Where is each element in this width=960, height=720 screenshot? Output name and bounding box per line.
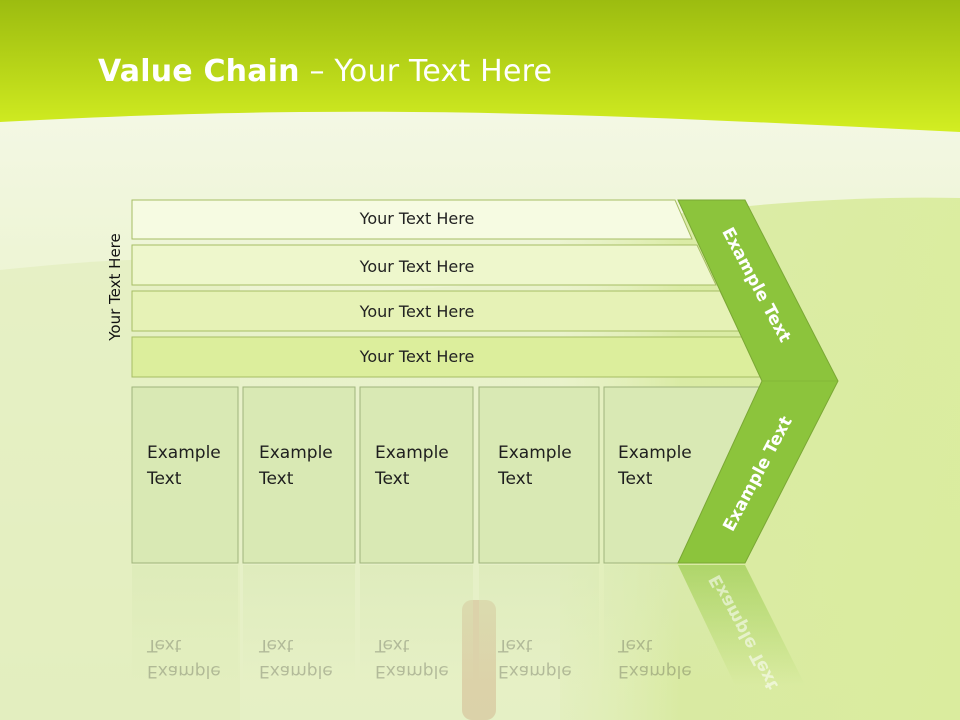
cell-2-line1: Example	[259, 443, 333, 463]
cell-reflection-5	[604, 565, 735, 685]
cell-4-refl-line1: Example	[498, 661, 572, 681]
cell-2-refl-line2: Text	[259, 635, 294, 655]
cell-box-1	[131, 386, 239, 564]
cell-reflection-text-2: Example Text	[259, 632, 333, 684]
cell-box-3	[359, 386, 474, 564]
cell-3-line2: Text	[375, 469, 410, 489]
row-label-2: Your Text Here	[359, 257, 475, 276]
cell-3-line1: Example	[375, 443, 449, 463]
cell-reflection-2	[243, 565, 355, 685]
cell-box-2	[242, 386, 356, 564]
cell-4-line2: Text	[498, 469, 533, 489]
cell-5-refl-line1: Example	[618, 661, 692, 681]
cell-text-2: Example Text	[259, 440, 333, 492]
cell-3-refl-line1: Example	[375, 661, 449, 681]
cell-reflection-4	[479, 565, 599, 685]
cell-reflection-3	[360, 565, 473, 685]
cell-reflection-text-3: Example Text	[375, 632, 449, 684]
cell-1-line1: Example	[147, 443, 221, 463]
row-label-3: Your Text Here	[359, 302, 475, 321]
cell-2-line2: Text	[259, 469, 294, 489]
cell-4-line1: Example	[498, 443, 572, 463]
cell-text-1: Example Text	[147, 440, 221, 492]
row-label-4: Your Text Here	[359, 347, 475, 366]
cell-1-refl-line1: Example	[147, 661, 221, 681]
cell-5-refl-line2: Text	[618, 635, 653, 655]
cell-text-3: Example Text	[375, 440, 449, 492]
slide-title: Value Chain – Your Text Here	[98, 54, 552, 89]
cell-reflection-text-5: Example Text	[618, 632, 692, 684]
row-bar-1	[131, 199, 693, 240]
cell-1-refl-line2: Text	[147, 635, 182, 655]
title-bold: Value Chain	[98, 54, 300, 89]
row-label-1: Your Text Here	[359, 209, 475, 228]
cell-text-4: Example Text	[498, 440, 572, 492]
cell-5-line1: Example	[618, 443, 692, 463]
cell-2-refl-line1: Example	[259, 661, 333, 681]
cell-3-refl-line2: Text	[375, 635, 410, 655]
cell-reflection-1	[132, 565, 238, 685]
cell-1-line2: Text	[147, 469, 182, 489]
chevron-reflection	[678, 565, 805, 685]
cell-5-line2: Text	[618, 469, 653, 489]
cell-reflection-text-4: Example Text	[498, 632, 572, 684]
row-bar-2	[131, 244, 717, 286]
cell-text-5: Example Text	[618, 440, 692, 492]
cell-box-4	[478, 386, 600, 564]
title-rest: – Your Text Here	[299, 54, 553, 89]
cell-4-refl-line2: Text	[498, 635, 533, 655]
cell-reflection-text-1: Example Text	[147, 632, 221, 684]
